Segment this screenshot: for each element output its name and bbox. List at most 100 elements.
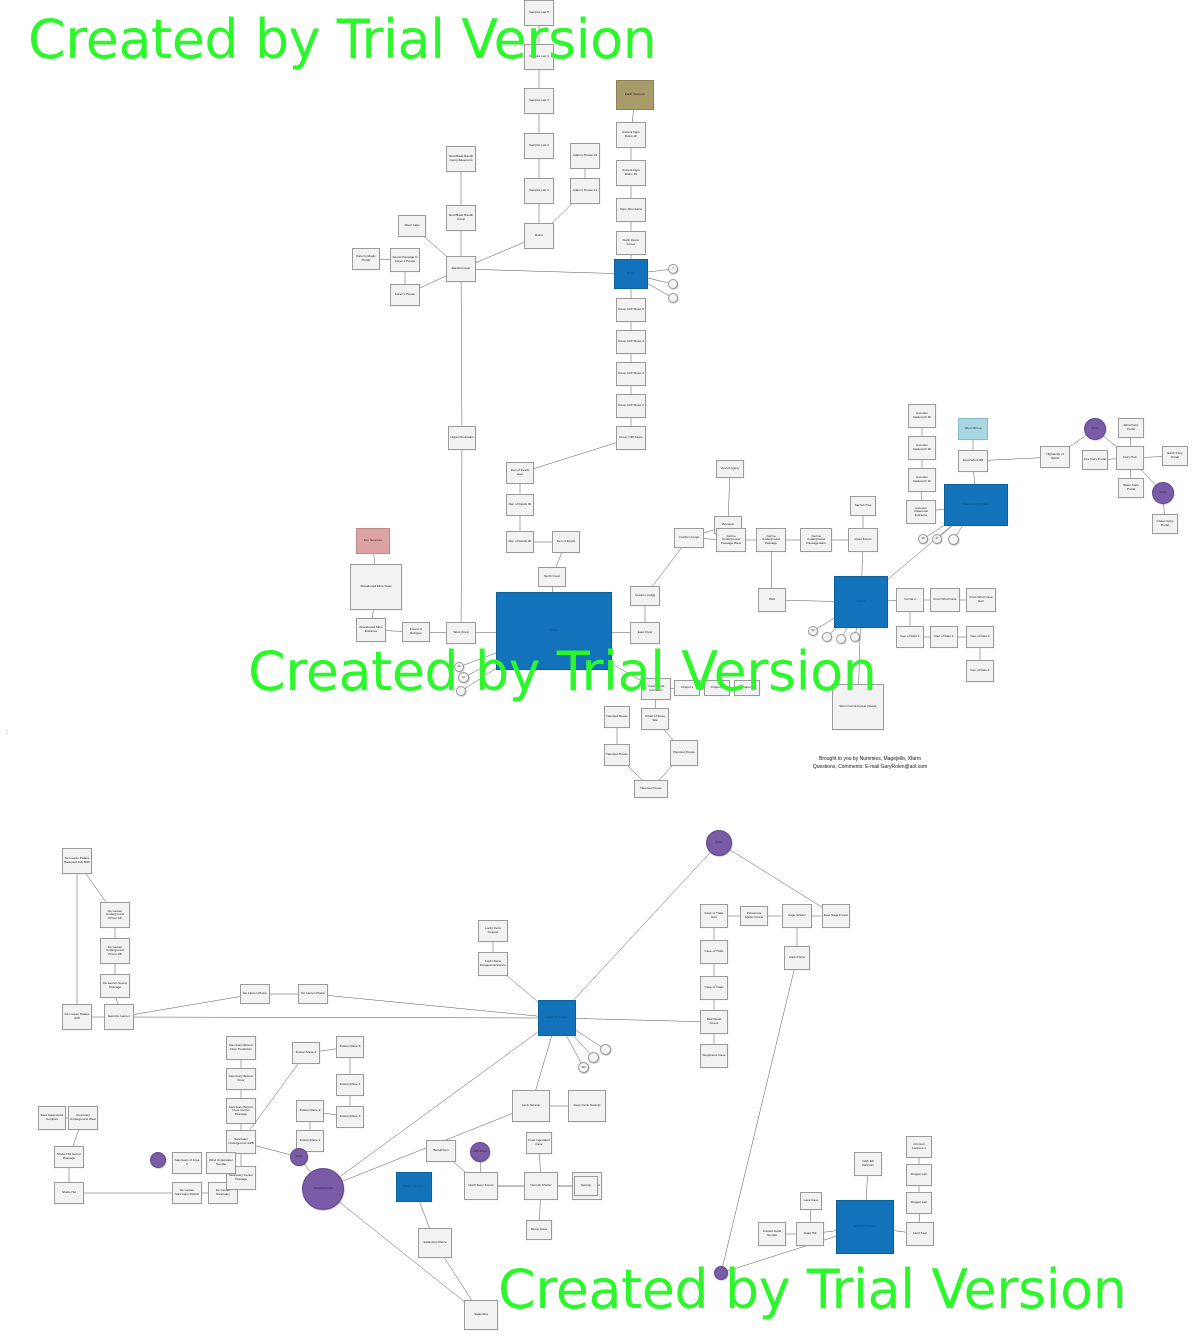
- map-node-dod3f[interactable]: Den of Devils 3F: [506, 494, 534, 516]
- map-node-quietforest[interactable]: Quiet Forest: [848, 528, 878, 552]
- map-node-vlair2[interactable]: Vampire Lair 2: [524, 133, 554, 159]
- map-node-portalup[interactable]: Portal: [1084, 418, 1106, 440]
- map-node-crest[interactable]: Crest: [496, 592, 612, 670]
- map-node-westcerina[interactable]: West Cerina Forest (Giant): [832, 684, 884, 730]
- map-node-dovercirc2[interactable]: [668, 279, 678, 289]
- map-node-dovercirc3[interactable]: [668, 293, 678, 303]
- map-node-watersanctum[interactable]: Water Sanctum: [396, 1172, 432, 1202]
- map-node-northcrest[interactable]: North Crest: [538, 567, 566, 587]
- map-node-sageshelter[interactable]: Sage Shelter: [782, 904, 812, 928]
- map-node-silverlake[interactable]: Silver Lake: [398, 215, 426, 237]
- map-node-salandica[interactable]: Salandica: [464, 1300, 498, 1330]
- map-node-aogre2f[interactable]: Ancient Ogre Ruins 2F: [616, 122, 646, 148]
- map-node-imaze6[interactable]: Illusion Maze 6: [292, 1042, 320, 1064]
- map-node-haunted1[interactable]: Haunted House: [604, 706, 630, 728]
- map-node-lotcirc3[interactable]: [600, 1044, 611, 1055]
- map-node-haunted4[interactable]: Haunted House: [634, 780, 668, 798]
- map-node-windtemple[interactable]: Wind Underwater Temple: [206, 1152, 236, 1174]
- map-node-fwvcirc2[interactable]: 47: [932, 534, 942, 544]
- map-node-darkelfshelter[interactable]: Dark Elf Shelter: [836, 1200, 894, 1254]
- map-node-eastdelauren[interactable]: East De Lauren: [104, 1004, 134, 1030]
- map-node-dcliff3[interactable]: Dover Cliff Slope 3: [616, 362, 646, 386]
- map-node-dodexit[interactable]: Den of Devils Exit: [506, 462, 534, 484]
- map-node-cerinswamp[interactable]: Cerin Swamp: [512, 1090, 550, 1122]
- map-node-dod2f[interactable]: Den of Devils 2F: [506, 531, 534, 553]
- map-node-delaurensanct[interactable]: De Lauren Sanctuary District: [172, 1182, 202, 1204]
- map-node-portalsm[interactable]: Portal: [290, 1148, 308, 1166]
- map-node-ndover[interactable]: North Dover Forest: [616, 231, 646, 255]
- map-node-anccat3f[interactable]: Ancestor Catacomb 3F: [908, 404, 936, 428]
- map-node-lotcirc2[interactable]: [588, 1052, 599, 1063]
- map-node-gianthill[interactable]: Giant Hill: [796, 1222, 824, 1246]
- map-node-imaze5[interactable]: Illusion Maze 5: [336, 1036, 364, 1058]
- map-node-crestcemetery[interactable]: Crest Lands Cemetery: [641, 678, 671, 700]
- map-node-chaosfairy[interactable]: Chaos Fairy Portal: [1152, 514, 1178, 534]
- map-node-denrats4[interactable]: Den of Rats 4: [966, 660, 994, 682]
- map-node-sanctuaryugw[interactable]: Sanctuary Underground West: [68, 1106, 98, 1130]
- map-node-foodingr[interactable]: Food Ingredient Cave: [526, 1132, 552, 1154]
- map-node-rbbc[interactable]: Red Blade Bandit Camp: [446, 205, 476, 231]
- map-node-cerina2[interactable]: Cerina 2: [896, 588, 924, 612]
- map-node-abmine[interactable]: Abandoned Mine Town: [350, 564, 402, 610]
- map-node-ogremnt[interactable]: Ogre Mountains: [616, 198, 646, 222]
- map-node-darkportal2[interactable]: Dark Portal: [784, 946, 810, 970]
- map-node-sanctsh[interactable]: Sanctuary of Area 5: [172, 1152, 202, 1174]
- map-node-frostwindcave[interactable]: Frost Wind Cave: [930, 588, 960, 612]
- map-node-delaurenplains1[interactable]: De Lauren Plains: [240, 984, 270, 1004]
- map-node-fwvcirc1[interactable]: 30: [918, 534, 928, 544]
- map-node-banditden[interactable]: Bandit Den: [426, 1140, 456, 1162]
- map-node-cavetrialexit[interactable]: Cave of Trials Exit: [700, 904, 728, 928]
- map-node-frostwindvillage[interactable]: Frost Wind Village: [944, 484, 1008, 526]
- map-node-waterfairy[interactable]: Water Fairy Portal: [1118, 478, 1144, 498]
- map-node-delaurenup2b[interactable]: De Lauren Underground Prison 2B: [100, 938, 130, 964]
- map-node-lotcirc1[interactable]: 100: [578, 1062, 589, 1073]
- map-node-delaurensecret[interactable]: De Lauren Secret Passage: [100, 974, 130, 998]
- map-node-vlair5[interactable]: Vampire Lair 5: [524, 0, 554, 26]
- map-node-crimsonfort[interactable]: Crimson Fortress 1: [906, 1136, 932, 1158]
- map-node-delaurenplains2[interactable]: De Lauren Plains: [298, 984, 328, 1004]
- map-node-denrats2[interactable]: Den of Rats 2: [930, 626, 958, 648]
- map-node-imaze3[interactable]: Illusion Maze 3: [336, 1106, 364, 1128]
- map-node-well[interactable]: Well: [758, 588, 786, 612]
- map-node-aogre1f[interactable]: Ancient Ogre Ruins 1F: [616, 160, 646, 186]
- map-node-dcliff5[interactable]: Dover Cliff Slope 5: [616, 298, 646, 322]
- map-node-chapel3[interactable]: Chapel 3: [734, 680, 760, 696]
- map-node-sanctbottomcenter[interactable]: Sanctuary Bottom Floor Center Passage: [226, 1098, 256, 1124]
- map-node-cerina[interactable]: Cerina: [834, 576, 888, 628]
- map-node-hermitshelter[interactable]: Hermits Shelter: [524, 1172, 558, 1200]
- map-node-sanctug[interactable]: Sanctuary Underground d/2B: [226, 1130, 256, 1154]
- map-node-dod1f[interactable]: Den of Devils: [552, 531, 580, 553]
- map-node-poisonspider[interactable]: Poisonous Spider Forest: [740, 906, 768, 926]
- map-node-dcliff4[interactable]: Dover Cliff Slope 4: [616, 330, 646, 354]
- map-node-dragonlair1[interactable]: Dragon Lair: [906, 1164, 932, 1186]
- map-node-imaze1[interactable]: Illusion Maze 1: [296, 1130, 324, 1152]
- map-node-adamf1[interactable]: Adam's House F1: [570, 178, 600, 204]
- map-node-urganmnt[interactable]: Urgan Mountains: [448, 426, 476, 450]
- map-node-delaurenbackyard[interactable]: De Lauren Palace Backyard Ads B/W: [62, 848, 92, 874]
- map-node-cercirc1[interactable]: 50: [808, 626, 818, 636]
- map-node-delaurenup1b[interactable]: De Lauren Underground Prison 1B: [100, 902, 130, 928]
- map-node-vlair4[interactable]: Vampire Lair 4: [524, 44, 554, 70]
- map-node-northevenforest[interactable]: North Even Forest: [464, 1172, 498, 1200]
- map-node-frostwindmill[interactable]: Frost Wind Mill: [958, 450, 988, 472]
- map-node-deepcerinswamp[interactable]: Deep Cerin Swamp: [568, 1090, 606, 1122]
- map-node-eastsage[interactable]: East Sage Forest: [822, 904, 850, 928]
- map-node-dcliff2[interactable]: Dover Cliff Slope 2: [616, 394, 646, 418]
- map-node-dcliff1[interactable]: Dover Cliff Slope: [616, 426, 646, 450]
- map-node-dragonlair2[interactable]: Dragon Lair: [906, 1192, 932, 1214]
- map-node-highlands[interactable]: Highlands of Spirits: [1040, 446, 1070, 468]
- map-node-portalbig[interactable]: Portal: [706, 830, 732, 856]
- map-node-cerinaugw[interactable]: Cerina Underground Passage West: [716, 528, 746, 552]
- map-node-suspiciouscave[interactable]: Suspicious Cave: [700, 1044, 728, 1068]
- map-node-chapel1[interactable]: Chapel 1: [674, 680, 700, 696]
- map-node-karenportal[interactable]: Karen's Magic Portal: [352, 248, 380, 270]
- map-node-imaze4[interactable]: Illusion Maze 4: [336, 1074, 364, 1096]
- map-node-imaze2[interactable]: Illusion Maze 2: [296, 1100, 324, 1122]
- map-node-shellshut[interactable]: Shells Hut Secret Passage: [54, 1146, 84, 1168]
- map-node-crestcirc3[interactable]: [456, 686, 466, 696]
- map-node-earthfairy[interactable]: Earth Fairy Portal: [1162, 446, 1188, 466]
- map-node-dover[interactable]: Dover: [614, 259, 648, 289]
- map-node-landscar[interactable]: Land Scar: [906, 1222, 934, 1246]
- map-node-abmineent[interactable]: Abandoned Mine Entrance: [356, 618, 386, 642]
- map-node-adamf2[interactable]: Adam's House F2: [570, 143, 600, 169]
